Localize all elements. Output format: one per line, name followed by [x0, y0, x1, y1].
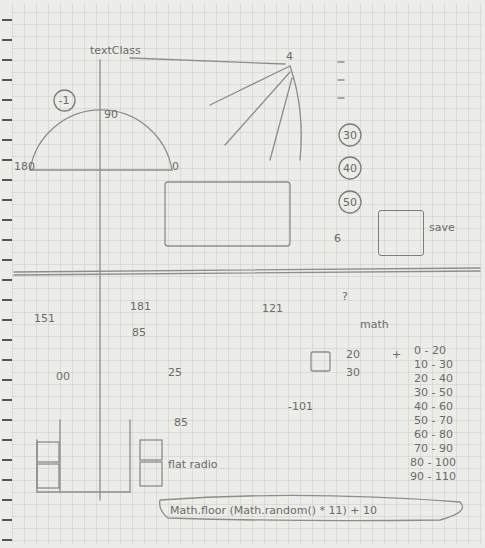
handwritten-note: 6: [334, 232, 341, 245]
handwritten-note: 0: [172, 160, 179, 173]
handwritten-note: 00: [56, 370, 70, 383]
handwritten-note: 60 - 80: [414, 428, 453, 441]
handwritten-note: 50 - 70: [414, 414, 453, 427]
circled-text: 30: [343, 129, 357, 142]
handwritten-note: -101: [288, 400, 313, 413]
circled-number: 40: [338, 156, 362, 180]
handwritten-note: 90: [104, 108, 118, 121]
handwritten-note: 10 - 30: [414, 358, 453, 371]
handwritten-note: 181: [130, 300, 151, 313]
handwritten-note: 151: [34, 312, 55, 325]
handwritten-note: 0 - 20: [414, 344, 446, 357]
handwritten-note: 40 - 60: [414, 400, 453, 413]
circled-number: 30: [338, 123, 362, 147]
handwritten-note: 30 - 50: [414, 386, 453, 399]
circled-text: -1: [59, 94, 70, 107]
circled-number: 50: [338, 190, 362, 214]
circled-number: -1: [53, 89, 76, 112]
handwritten-note: 20: [346, 348, 360, 361]
handwritten-note: ?: [342, 290, 348, 303]
handwritten-note: 85: [174, 416, 188, 429]
handwritten-note: 30: [346, 366, 360, 379]
handwritten-note: 4: [286, 50, 293, 63]
handwritten-note: 80 - 100: [410, 456, 456, 469]
circled-text: 40: [343, 162, 357, 175]
handwritten-note: 85: [132, 326, 146, 339]
handwritten-note: 20 - 40: [414, 372, 453, 385]
circled-text: 50: [343, 196, 357, 209]
handwritten-note: math: [360, 318, 389, 331]
handwritten-note: 121: [262, 302, 283, 315]
handwritten-note: 25: [168, 366, 182, 379]
handwritten-note: textClass: [90, 44, 141, 57]
handwritten-note: 90 - 110: [410, 470, 456, 483]
handwritten-note: flat radio: [168, 458, 218, 471]
handwritten-note: +: [392, 348, 401, 361]
handwritten-note: 70 - 90: [414, 442, 453, 455]
handwritten-note: 180: [14, 160, 35, 173]
handwritten-note: Math.floor (Math.random() * 11) + 10: [170, 504, 377, 517]
box-label: save: [429, 221, 455, 234]
sketch-box: save: [378, 210, 424, 256]
